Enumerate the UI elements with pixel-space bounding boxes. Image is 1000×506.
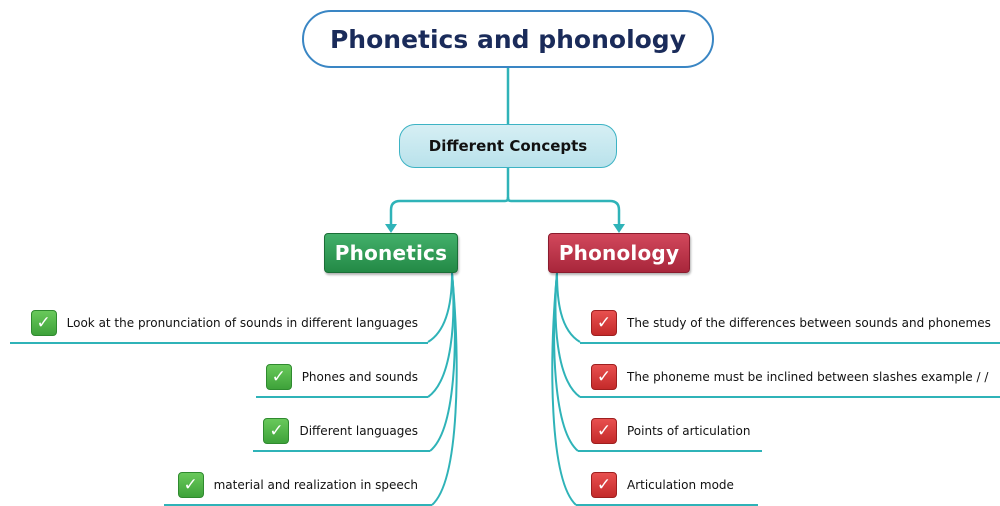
phonetics-item-label: Phones and sounds <box>301 370 418 384</box>
root-topic-label: Phonetics and phonology <box>329 24 687 54</box>
phonology-item[interactable]: ✓ The phoneme must be inclined between s… <box>591 364 988 390</box>
check-icon: ✓ <box>591 310 617 336</box>
link-phonetics-1 <box>427 272 453 343</box>
phonetics-item[interactable]: ✓ Look at the pronunciation of sounds in… <box>10 310 418 336</box>
check-icon: ✓ <box>591 364 617 390</box>
arrow-phonology <box>613 224 625 233</box>
phonology-item-label: The phoneme must be inclined between sla… <box>627 370 989 384</box>
phonetics-branch[interactable]: Phonetics <box>324 233 458 273</box>
phonetics-item-label: Look at the pronunciation of sounds in d… <box>66 316 418 330</box>
phonology-item[interactable]: ✓ Articulation mode <box>591 472 734 498</box>
check-icon: ✓ <box>265 364 292 390</box>
phonetics-label: Phonetics <box>334 241 448 265</box>
phonetics-item[interactable]: ✓ Different languages <box>10 418 418 444</box>
check-icon: ✓ <box>591 472 617 498</box>
link-phonetics-4 <box>431 272 458 506</box>
concepts-node[interactable]: Different Concepts <box>399 124 617 168</box>
phonology-label: Phonology <box>558 241 680 265</box>
connector-to-phonetics <box>389 196 510 230</box>
phonology-item[interactable]: ✓ The study of the differences between s… <box>591 310 991 336</box>
link-phonology-1 <box>556 272 581 343</box>
phonology-item-label: Articulation mode <box>627 478 734 492</box>
check-icon: ✓ <box>263 418 290 444</box>
root-topic[interactable]: Phonetics and phonology <box>302 10 714 68</box>
phonetics-item[interactable]: ✓ Phones and sounds <box>10 364 418 390</box>
check-icon: ✓ <box>591 418 617 444</box>
phonology-item[interactable]: ✓ Points of articulation <box>591 418 750 444</box>
phonology-item-label: Points of articulation <box>627 424 751 438</box>
phonetics-item[interactable]: ✓ material and realization in speech <box>10 472 418 498</box>
link-phonology-4 <box>551 272 577 506</box>
concepts-label: Different Concepts <box>428 137 588 155</box>
phonology-branch[interactable]: Phonology <box>548 233 690 273</box>
phonology-item-label: The study of the differences between sou… <box>627 316 991 330</box>
phonetics-item-label: Different languages <box>299 424 418 438</box>
check-icon: ✓ <box>30 310 57 336</box>
link-phonetics-2 <box>427 272 455 398</box>
phonetics-item-label: material and realization in speech <box>213 478 418 492</box>
arrow-phonetics <box>385 224 397 233</box>
check-icon: ✓ <box>177 472 204 498</box>
link-phonology-2 <box>554 272 581 398</box>
connector-to-phonology <box>506 196 621 230</box>
